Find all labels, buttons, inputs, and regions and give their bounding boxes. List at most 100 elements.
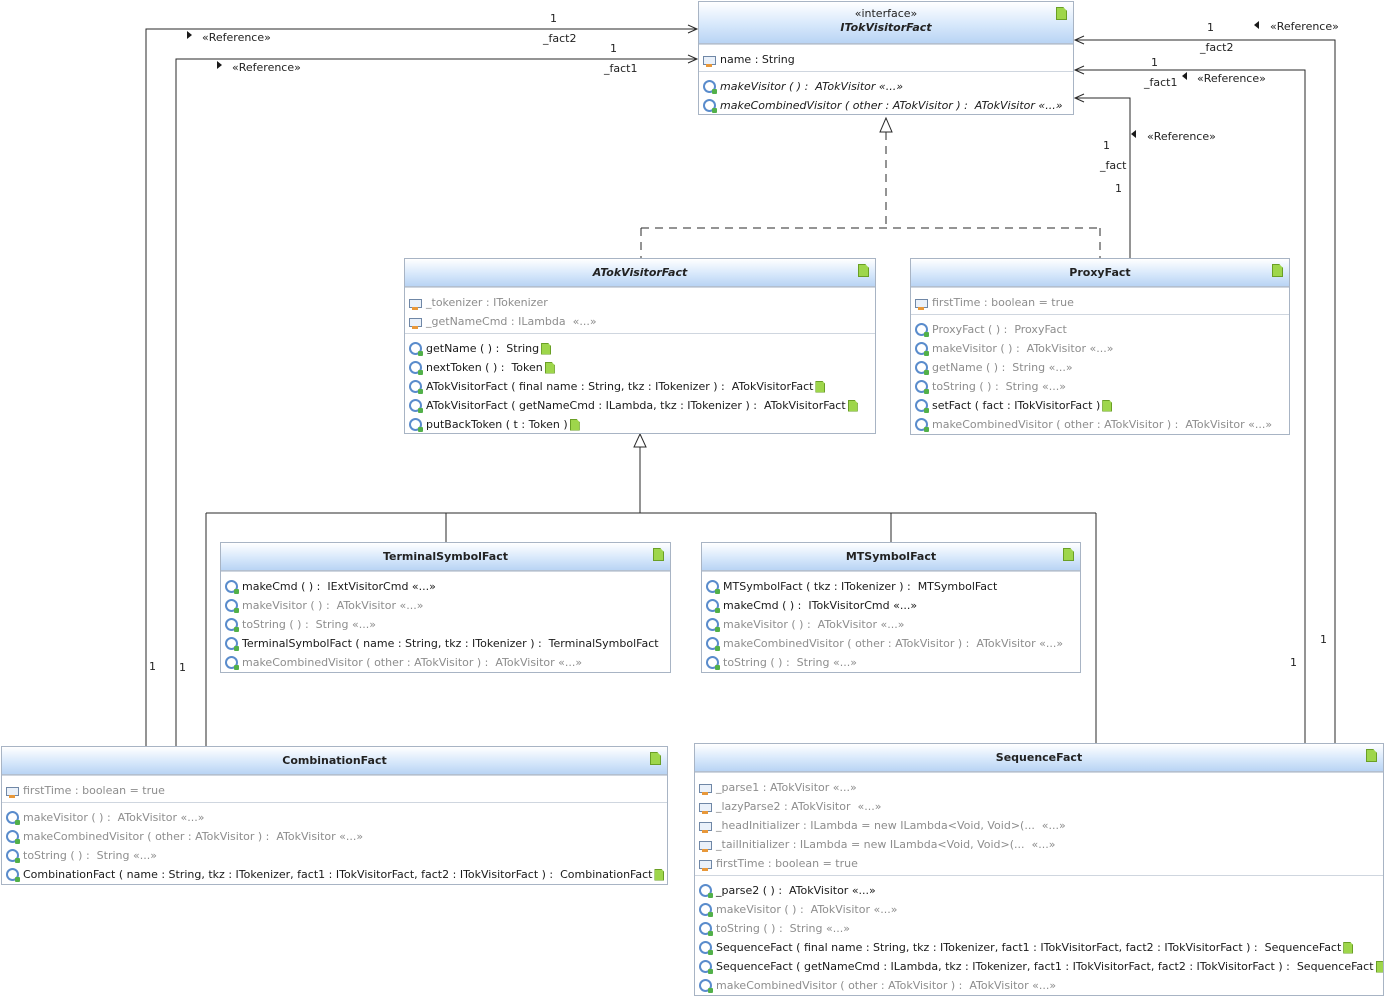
operation-row[interactable]: SequenceFact ( final name : String, tkz … [695,938,1383,957]
class-combinationfact[interactable]: CombinationFact firstTime : boolean = tr… [1,746,668,885]
operation-row[interactable]: getName ( ) : String [405,339,875,358]
operation-row[interactable]: toString ( ) : String «...» [702,653,1080,672]
file-icon [1375,960,1383,973]
association-line-comb-fact1 [175,58,697,746]
operation-text: ATokVisitorFact ( getNameCmd : ILambda, … [426,399,846,412]
class-header: ATokVisitorFact [405,259,875,287]
multiplicity-label: 1 [610,42,617,55]
method-icon [706,618,720,632]
method-icon [706,580,720,594]
attribute-row[interactable]: firstTime : boolean = true [695,854,1383,873]
method-icon [409,380,423,394]
multiplicity-label: 1 [1151,56,1158,69]
operation-row[interactable]: makeCombinedVisitor ( other : ATokVisito… [695,976,1383,995]
operation-row[interactable]: makeVisitor ( ) : ATokVisitor «...» [911,339,1289,358]
attribute-row[interactable]: firstTime : boolean = true [911,293,1289,312]
attribute-row[interactable]: _headInitializer : ILambda = new ILambda… [695,816,1383,835]
class-proxyfact[interactable]: ProxyFact firstTime : boolean = true Pro… [910,258,1290,435]
file-icon [544,361,555,374]
operation-text: makeVisitor ( ) : ATokVisitor «...» [242,599,424,612]
operation-text: CombinationFact ( name : String, tkz : I… [23,868,653,881]
class-name: SequenceFact [995,751,1083,764]
operation-row[interactable]: ATokVisitorFact ( getNameCmd : ILambda, … [405,396,875,415]
attribute-row[interactable]: _tokenizer : ITokenizer [405,293,875,312]
operation-row[interactable]: _parse2 ( ) : ATokVisitor «...» [695,881,1383,900]
method-icon [225,618,239,632]
class-sequencefact[interactable]: SequenceFact _parse1 : ATokVisitor «...»… [694,743,1384,996]
operation-row[interactable]: makeVisitor ( ) : ATokVisitor «...» [695,900,1383,919]
attribute-row[interactable]: _lazyParse2 : ATokVisitor «...» [695,797,1383,816]
operation-row[interactable]: setFact ( fact : ITokVisitorFact ) [911,396,1289,415]
attribute-row[interactable]: _getNameCmd : ILambda «...» [405,312,875,331]
note-icon [1063,548,1074,561]
operation-row[interactable]: SequenceFact ( getNameCmd : ILambda, tkz… [695,957,1383,976]
operation-text: SequenceFact ( final name : String, tkz … [716,941,1342,954]
class-atokvisitorfact[interactable]: ATokVisitorFact _tokenizer : ITokenizer_… [404,258,876,434]
operation-row[interactable]: makeCombinedVisitor ( other : ATokVisito… [911,415,1289,434]
operation-text: ProxyFact ( ) : ProxyFact [932,323,1067,336]
operation-row[interactable]: nextToken ( ) : Token [405,358,875,377]
operation-row[interactable]: toString ( ) : String «...» [2,846,667,865]
operation-row[interactable]: getName ( ) : String «...» [911,358,1289,377]
operation-row[interactable]: makeCombinedVisitor ( other : ATokVisito… [699,96,1073,114]
attributes-compartment: _tokenizer : ITokenizer _getNameCmd : ILa… [405,287,875,333]
operation-row[interactable]: makeCmd ( ) : IExtVisitorCmd «...» [221,577,670,596]
operation-text: putBackToken ( t : Token ) [426,418,568,431]
operation-text: SequenceFact ( getNameCmd : ILambda, tkz… [716,960,1374,973]
class-terminalsymbolfact[interactable]: TerminalSymbolFact makeCmd ( ) : IExtVis… [220,542,671,673]
operation-text: ATokVisitorFact ( final name : String, t… [426,380,814,393]
operation-row[interactable]: makeCombinedVisitor ( other : ATokVisito… [221,653,670,672]
operation-text: makeVisitor ( ) : ATokVisitor «...» [716,903,898,916]
operation-row[interactable]: MTSymbolFact ( tkz : ITokenizer ) : MTSy… [702,577,1080,596]
role-label: _fact2 [1200,41,1234,54]
association-line-proxy-fact [1075,97,1131,258]
operation-row[interactable]: makeCmd ( ) : ITokVisitorCmd «...» [702,596,1080,615]
operation-row[interactable]: makeVisitor ( ) : ATokVisitor «...» [699,77,1073,96]
operation-text: makeCombinedVisitor ( other : ATokVisito… [720,99,1063,112]
file-icon [654,868,665,881]
attribute-row[interactable]: name : String [699,50,1073,69]
operation-row[interactable]: ATokVisitorFact ( final name : String, t… [405,377,875,396]
class-header: CombinationFact [2,747,667,775]
stereotype-label: «Reference» [1147,130,1216,143]
operation-row[interactable]: makeVisitor ( ) : ATokVisitor «...» [702,615,1080,634]
class-name: ProxyFact [1069,266,1131,279]
method-icon [699,941,713,955]
method-icon [225,637,239,651]
class-header: ProxyFact [911,259,1289,287]
attribute-row[interactable]: _tailInitializer : ILambda = new ILambda… [695,835,1383,854]
operation-row[interactable]: TerminalSymbolFact ( name : String, tkz … [221,634,670,653]
attribute-row[interactable]: firstTime : boolean = true [2,781,667,800]
operations-compartment: getName ( ) : String nextToken ( ) : Toke… [405,333,875,433]
operation-text: makeCombinedVisitor ( other : ATokVisito… [242,656,583,669]
operation-row[interactable]: toString ( ) : String «...» [695,919,1383,938]
operation-row[interactable]: makeCombinedVisitor ( other : ATokVisito… [702,634,1080,653]
operation-row[interactable]: toString ( ) : String «...» [221,615,670,634]
operations-compartment: ProxyFact ( ) : ProxyFact makeVisitor ( )… [911,314,1289,434]
operation-text: _parse2 ( ) : ATokVisitor «...» [716,884,876,897]
field-icon [699,840,712,852]
class-header: «interface» ITokVisitorFact [699,2,1073,44]
method-icon [225,599,239,613]
class-itokvisitorfact[interactable]: «interface» ITokVisitorFact name : Strin… [698,1,1074,115]
role-label: _fact2 [543,32,577,45]
operation-row[interactable]: CombinationFact ( name : String, tkz : I… [2,865,667,884]
operation-row[interactable]: makeCombinedVisitor ( other : ATokVisito… [2,827,667,846]
operation-text: makeCombinedVisitor ( other : ATokVisito… [23,830,364,843]
attribute-text: _tokenizer : ITokenizer [426,296,548,309]
operation-text: makeCombinedVisitor ( other : ATokVisito… [932,418,1273,431]
operation-row[interactable]: makeVisitor ( ) : ATokVisitor «...» [221,596,670,615]
association-line-seq-fact1 [1075,69,1306,743]
attribute-row[interactable]: _parse1 : ATokVisitor «...» [695,778,1383,797]
operation-row[interactable]: ProxyFact ( ) : ProxyFact [911,320,1289,339]
method-icon [703,80,717,94]
note-icon [653,548,664,561]
multiplicity-label: 1 [1103,139,1110,152]
field-icon [699,821,712,833]
operation-row[interactable]: toString ( ) : String «...» [911,377,1289,396]
operation-text: setFact ( fact : ITokVisitorFact ) [932,399,1101,412]
operation-row[interactable]: makeVisitor ( ) : ATokVisitor «...» [2,808,667,827]
operation-row[interactable]: putBackToken ( t : Token ) [405,415,875,433]
operation-text: nextToken ( ) : Token [426,361,543,374]
class-mtsymbolfact[interactable]: MTSymbolFact MTSymbolFact ( tkz : IToken… [701,542,1081,673]
